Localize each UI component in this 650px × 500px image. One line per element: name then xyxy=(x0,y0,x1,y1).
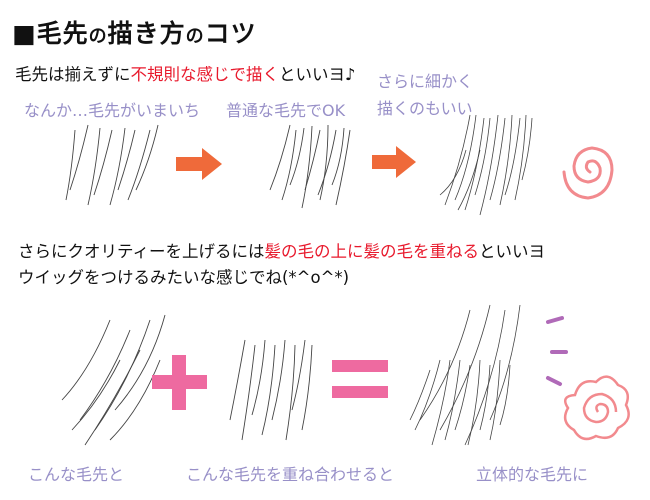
hair-sketch-fine xyxy=(439,114,533,216)
tip-line: さらにクオリティーを上げるには髪の毛の上に髪の毛を重ねるといいヨ xyxy=(18,238,545,262)
label-second: こんな毛先を重ね合わせると xyxy=(186,465,395,484)
tip-line-2: ウイッグをつけるみたいな感じでね(*^o^*) xyxy=(18,268,350,287)
label-fine-2: 描くのもいい xyxy=(377,99,473,118)
hair-sketch-layer-b xyxy=(229,339,313,441)
label-bad: なんか…毛先がいまいち xyxy=(24,101,201,120)
title-part: 描き方 xyxy=(107,19,186,48)
tip-text: といいヨ xyxy=(479,242,546,261)
intro-line: 毛先は揃えずに不規則な感じで描くといいヨ♪ xyxy=(15,61,356,85)
title-part: ■毛先 xyxy=(12,19,89,48)
sparkle-dashes-icon xyxy=(546,316,568,386)
title-part: コツ xyxy=(204,19,257,48)
tip-text: さらにクオリティーを上げるには xyxy=(18,242,265,261)
arrow-icon-2 xyxy=(372,146,416,178)
label-fine-1: さらに細かく xyxy=(377,72,474,91)
label-ok: 普通な毛先でOK xyxy=(226,101,346,120)
label-result: 立体的な毛先に xyxy=(476,465,589,484)
label-first: こんな毛先と xyxy=(28,465,125,484)
intro-text: といいヨ♪ xyxy=(279,65,356,84)
tip-highlight: 髪の毛の上に髪の毛を重ねる xyxy=(264,242,480,261)
flower-spiral-icon xyxy=(563,375,630,441)
hair-sketch-bad xyxy=(65,124,159,206)
plus-icon xyxy=(152,355,207,410)
title-part: の xyxy=(88,26,108,47)
hair-sketch-layer-a xyxy=(61,314,166,446)
page-title: ■毛先の描き方のコツ xyxy=(12,14,257,50)
intro-text: 毛先は揃えずに xyxy=(15,65,131,84)
title-part: の xyxy=(185,26,205,47)
intro-highlight: 不規則な感じで描く xyxy=(130,65,280,84)
arrow-icon-1 xyxy=(176,148,222,180)
hair-sketch-ok xyxy=(269,124,351,209)
equals-icon xyxy=(332,360,388,398)
spiral-icon xyxy=(562,146,614,200)
hair-sketch-combined xyxy=(409,304,521,446)
